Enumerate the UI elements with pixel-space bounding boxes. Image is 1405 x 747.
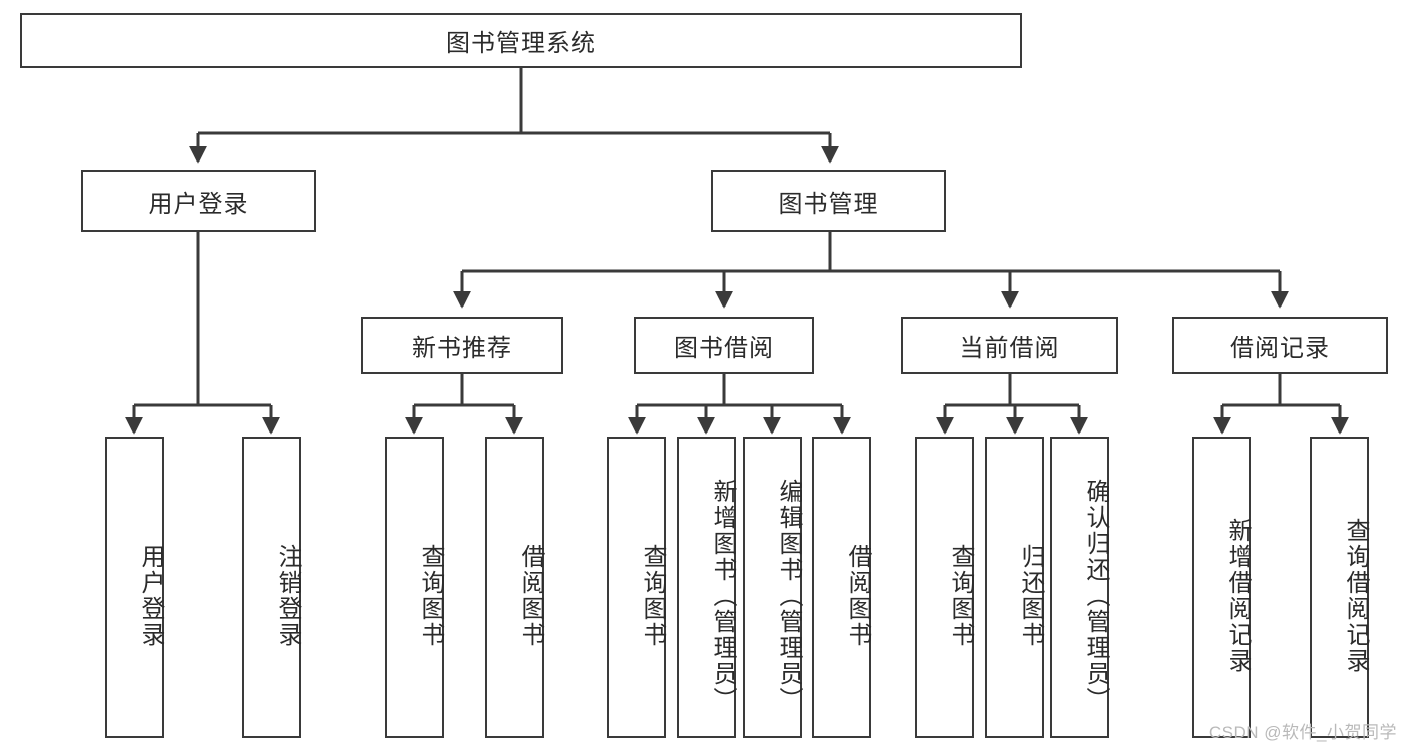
leaf-add-record[interactable]: 新增借阅记录 [1192,437,1251,738]
leaf-logout-label: 注销登录 [274,543,301,648]
node-new-book-recommend[interactable]: 新书推荐 [361,317,563,374]
leaf-confirm-return[interactable]: 确认归还（管理员） [1050,437,1109,738]
leaf-edit-book-label: 编辑图书（管理员） [775,478,802,713]
node-book-borrow-label: 图书借阅 [674,335,774,362]
leaf-query-record-label: 查询借阅记录 [1342,517,1369,674]
leaf-query-book-3-label: 查询图书 [947,543,974,648]
node-current-borrow[interactable]: 当前借阅 [901,317,1118,374]
node-user-login[interactable]: 用户登录 [81,170,316,232]
leaf-query-book-1[interactable]: 查询图书 [385,437,444,738]
csdn-watermark: CSDN @软件_小贺同学 [1208,723,1397,742]
node-borrow-record[interactable]: 借阅记录 [1172,317,1388,374]
node-root[interactable]: 图书管理系统 [20,13,1022,68]
leaf-edit-book[interactable]: 编辑图书（管理员） [743,437,802,738]
leaf-return-book[interactable]: 归还图书 [985,437,1044,738]
leaf-user-login[interactable]: 用户登录 [105,437,164,738]
node-root-label: 图书管理系统 [446,30,596,57]
leaf-query-book-1-label: 查询图书 [417,543,444,648]
leaf-borrow-book-2-label: 借阅图书 [844,543,871,648]
leaf-query-book-2-label: 查询图书 [639,543,666,648]
node-user-login-label: 用户登录 [148,190,249,218]
leaf-confirm-return-label: 确认归还（管理员） [1082,478,1109,713]
node-current-borrow-label: 当前借阅 [959,335,1060,362]
leaf-logout[interactable]: 注销登录 [242,437,301,738]
leaf-add-book[interactable]: 新增图书（管理员） [677,437,736,738]
leaf-query-book-2[interactable]: 查询图书 [607,437,666,738]
node-book-borrow[interactable]: 图书借阅 [634,317,814,374]
leaf-query-book-3[interactable]: 查询图书 [915,437,974,738]
leaf-user-login-label: 用户登录 [137,543,164,648]
leaf-add-book-label: 新增图书（管理员） [709,478,736,713]
node-new-book-recommend-label: 新书推荐 [412,335,512,362]
leaf-add-record-label: 新增借阅记录 [1224,517,1251,674]
leaf-borrow-book-1-label: 借阅图书 [517,543,544,648]
leaf-query-record[interactable]: 查询借阅记录 [1310,437,1369,738]
node-borrow-record-label: 借阅记录 [1230,335,1330,362]
leaf-borrow-book-2[interactable]: 借阅图书 [812,437,871,738]
leaf-borrow-book-1[interactable]: 借阅图书 [485,437,544,738]
leaf-return-book-label: 归还图书 [1017,543,1044,648]
node-book-management-label: 图书管理 [778,190,879,218]
node-book-management[interactable]: 图书管理 [711,170,946,232]
